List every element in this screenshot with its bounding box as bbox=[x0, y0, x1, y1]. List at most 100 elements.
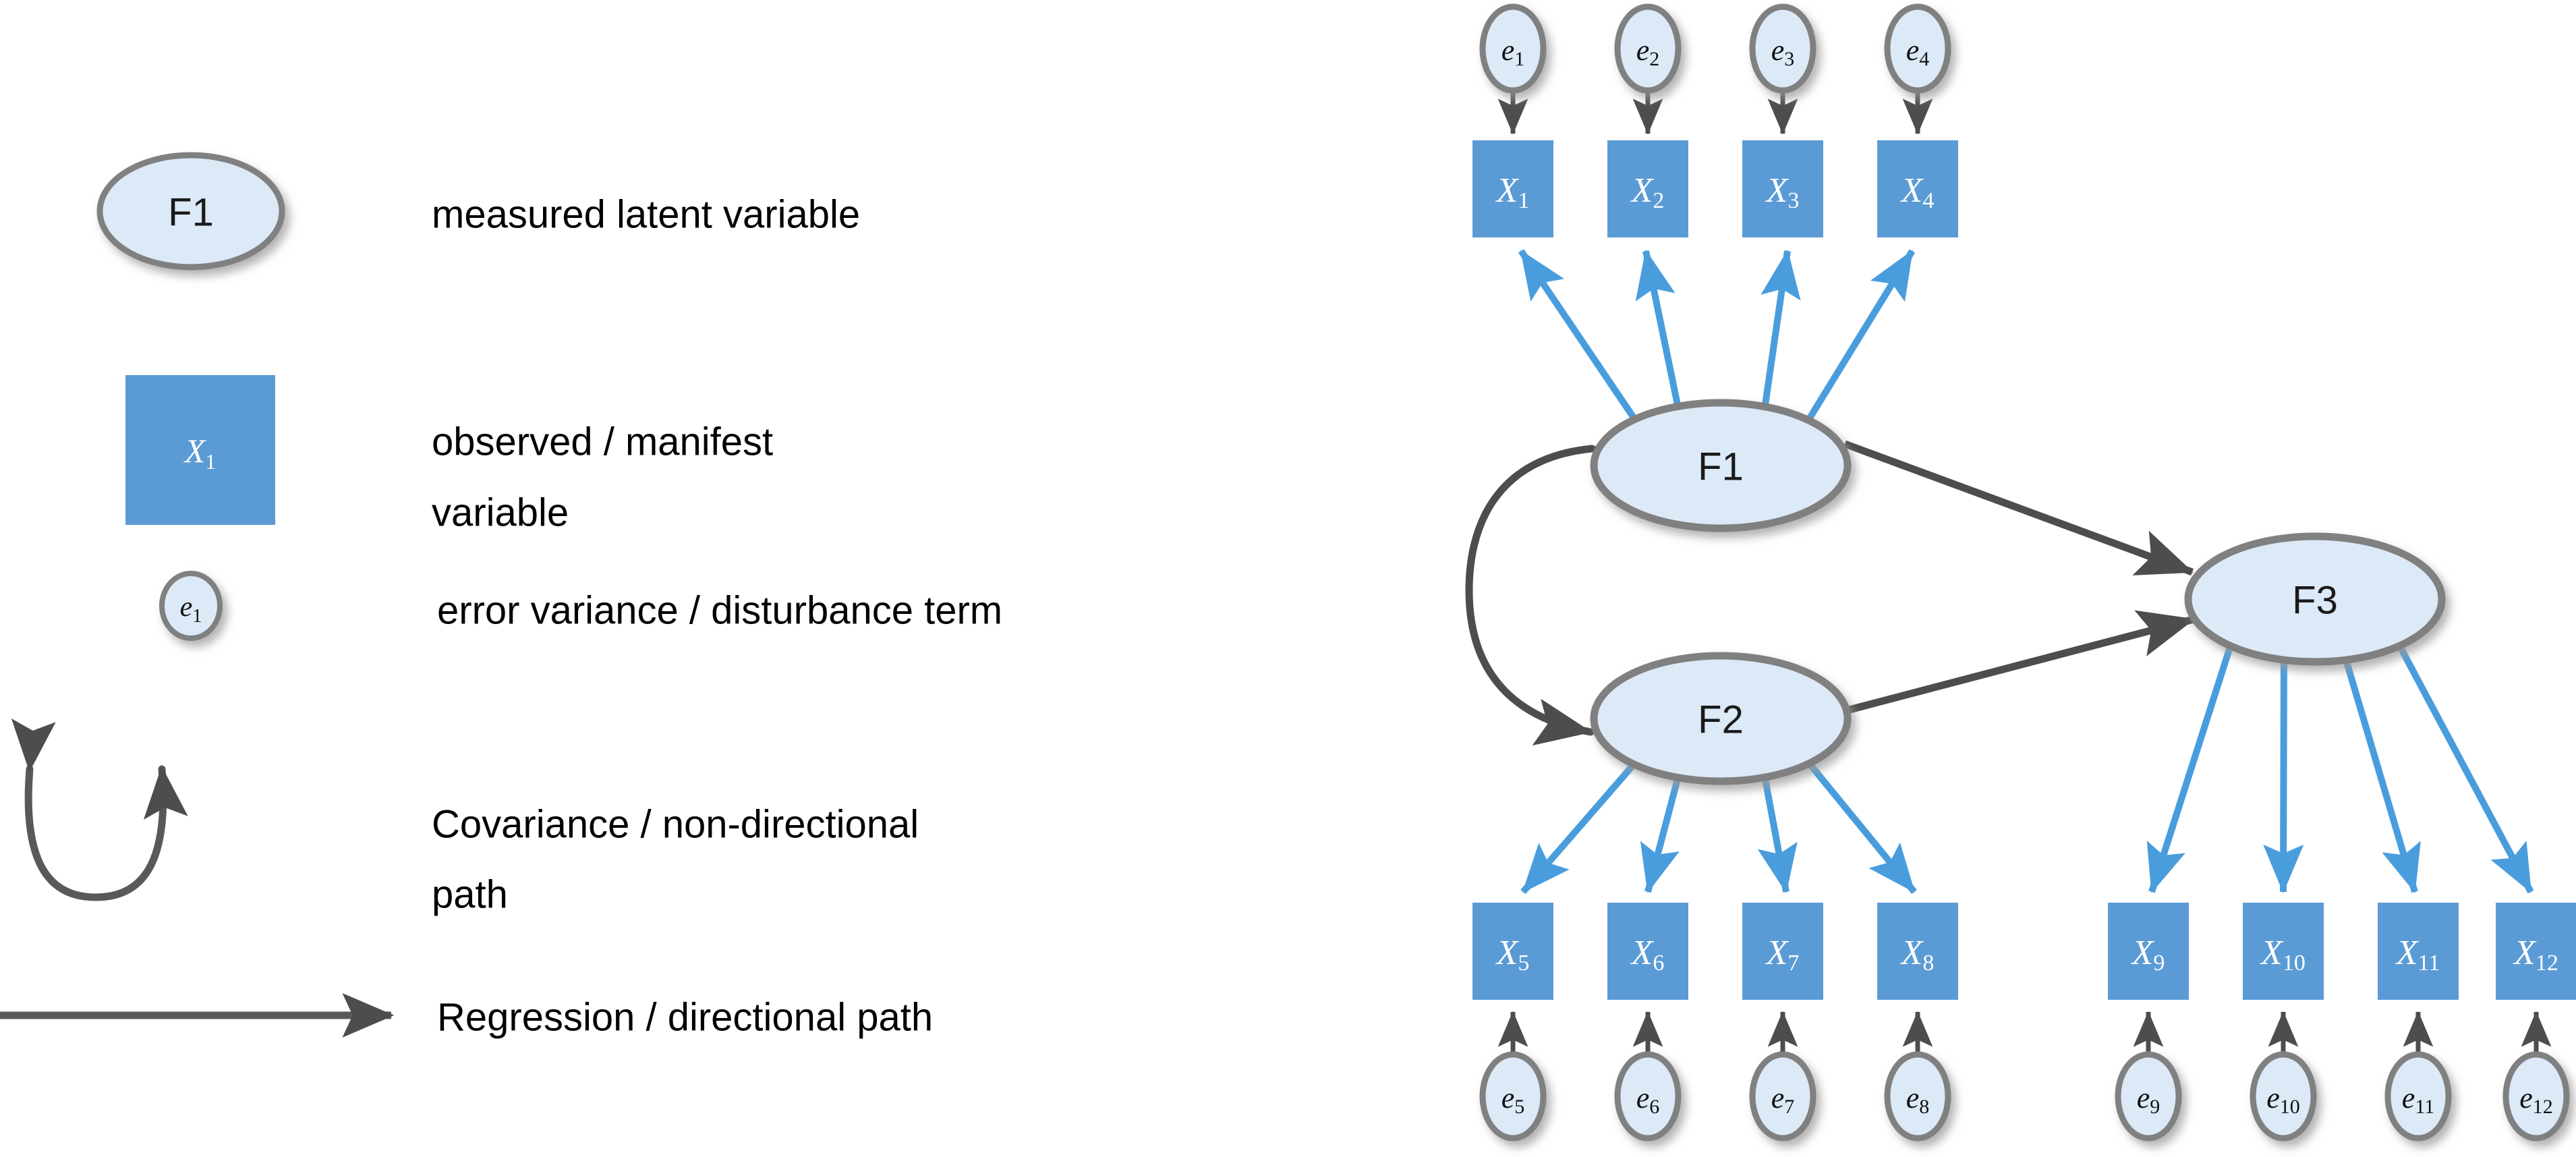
legend-regression-text: Regression / directional path bbox=[437, 996, 933, 1040]
loading-arrow-f3-x12 bbox=[2393, 637, 2534, 894]
regression-arrow-f1-f3 bbox=[1843, 440, 2194, 576]
loading-arrow-f2-x6 bbox=[1640, 778, 1681, 893]
observed-label: X11 bbox=[2395, 934, 2440, 976]
loading-arrow-f2-x5 bbox=[1520, 756, 1642, 895]
error-node-e9[interactable]: e9 bbox=[2115, 1051, 2182, 1141]
error-ellipse bbox=[1479, 3, 1547, 94]
regression-arrow-f2-f3 bbox=[1845, 610, 2196, 714]
error-ellipse bbox=[1479, 1051, 1547, 1141]
observed-node-x12[interactable]: X12 bbox=[2496, 903, 2576, 1000]
observed-node-x6[interactable]: X6 bbox=[1607, 903, 1688, 1000]
legend-item-error[interactable]: e1 error variance / disturbance term bbox=[159, 571, 1002, 641]
observed-label: X6 bbox=[1630, 934, 1665, 976]
observed-node-x8[interactable]: X8 bbox=[1877, 903, 1958, 1000]
observed-box bbox=[1742, 903, 1823, 1000]
legend-error-symbol-label: e1 bbox=[180, 592, 202, 627]
error-label: e8 bbox=[1906, 1081, 1930, 1118]
observed-node-x3[interactable]: X3 bbox=[1742, 140, 1823, 237]
error-nodes-bottom-right: e9 e10 e11 e12 bbox=[2115, 1051, 2570, 1141]
legend-covariance-arrow bbox=[11, 718, 188, 901]
observed-node-x5[interactable]: X5 bbox=[1472, 903, 1553, 1000]
observed-box bbox=[2496, 903, 2576, 1000]
legend-error-circle bbox=[159, 571, 223, 641]
loading-arrow-f2-x8 bbox=[1802, 756, 1917, 895]
error-ellipse bbox=[1749, 3, 1816, 94]
error-node-e4[interactable]: e4 bbox=[1884, 3, 1951, 94]
loading-arrow-f3-x10 bbox=[2263, 659, 2304, 893]
observed-label: X12 bbox=[2513, 934, 2558, 976]
observed-box bbox=[2243, 903, 2324, 1000]
loading-arrow-f3-x9 bbox=[2146, 638, 2236, 893]
observed-node-x10[interactable]: X10 bbox=[2243, 903, 2324, 1000]
latent-ellipse bbox=[2184, 532, 2446, 666]
legend-group: F1 measured latent variable X1 observed … bbox=[0, 152, 1002, 1040]
observed-label: X1 bbox=[1495, 171, 1530, 213]
legend-manifest-symbol-label: X1 bbox=[183, 432, 217, 474]
error-node-e3[interactable]: e3 bbox=[1749, 3, 1816, 94]
observed-box bbox=[1472, 903, 1553, 1000]
observed-node-x4[interactable]: X4 bbox=[1877, 140, 1958, 237]
error-node-e7[interactable]: e7 bbox=[1749, 1051, 1816, 1141]
legend-item-latent[interactable]: F1 measured latent variable bbox=[96, 152, 860, 271]
latent-node-f3[interactable]: F3 bbox=[2184, 532, 2446, 666]
error-arrows bbox=[1497, 92, 2552, 1054]
observed-node-x9[interactable]: X9 bbox=[2108, 903, 2189, 1000]
factor-loading-arrows bbox=[1518, 249, 2534, 895]
observed-nodes-bottom-left: X5 X6 X7 X8 bbox=[1472, 903, 1958, 1000]
observed-node-x11[interactable]: X11 bbox=[2378, 903, 2459, 1000]
error-node-e10[interactable]: e10 bbox=[2250, 1051, 2317, 1141]
observed-label: X4 bbox=[1900, 171, 1935, 213]
observed-box bbox=[2108, 903, 2189, 1000]
legend-covariance-text-line1: Covariance / non-directional bbox=[432, 803, 919, 847]
legend-latent-symbol-label: F1 bbox=[168, 191, 214, 235]
error-label: e3 bbox=[1771, 34, 1795, 70]
latent-ellipse bbox=[1590, 652, 1852, 785]
error-node-e8[interactable]: e8 bbox=[1884, 1051, 1951, 1141]
observed-box bbox=[1877, 140, 1958, 237]
error-label: e10 bbox=[2266, 1081, 2300, 1118]
observed-node-x1[interactable]: X1 bbox=[1472, 140, 1553, 237]
error-node-e6[interactable]: e6 bbox=[1614, 1051, 1682, 1141]
legend-error-text: error variance / disturbance term bbox=[437, 589, 1002, 633]
loading-arrow-f1-x1 bbox=[1518, 249, 1642, 428]
latent-node-f2[interactable]: F2 bbox=[1590, 652, 1852, 785]
legend-item-regression[interactable]: Regression / directional path bbox=[0, 993, 933, 1040]
legend-item-covariance[interactable]: Covariance / non-directional path bbox=[11, 718, 919, 917]
observed-label: X10 bbox=[2260, 934, 2306, 976]
observed-label: X2 bbox=[1630, 171, 1665, 213]
observed-node-x2[interactable]: X2 bbox=[1607, 140, 1688, 237]
error-label: e5 bbox=[1501, 1081, 1525, 1118]
error-ellipse bbox=[1884, 3, 1951, 94]
error-node-e5[interactable]: e5 bbox=[1479, 1051, 1547, 1141]
error-label: e6 bbox=[1636, 1081, 1660, 1118]
error-ellipse bbox=[1884, 1051, 1951, 1141]
observed-label: X8 bbox=[1900, 934, 1935, 976]
error-node-e1[interactable]: e1 bbox=[1479, 3, 1547, 94]
observed-nodes-top: X1 X2 X3 X4 bbox=[1472, 140, 1958, 237]
error-ellipse bbox=[1749, 1051, 1816, 1141]
observed-label: X3 bbox=[1765, 171, 1800, 213]
observed-box bbox=[1742, 140, 1823, 237]
error-ellipse bbox=[1614, 3, 1682, 94]
error-ellipse bbox=[2115, 1051, 2182, 1141]
observed-label: X7 bbox=[1765, 934, 1800, 976]
observed-node-x7[interactable]: X7 bbox=[1742, 903, 1823, 1000]
error-ellipse bbox=[1614, 1051, 1682, 1141]
error-node-e12[interactable]: e12 bbox=[2502, 1051, 2570, 1141]
error-node-e11[interactable]: e11 bbox=[2384, 1051, 2452, 1141]
loading-arrow-f1-x3 bbox=[1761, 250, 1801, 405]
observed-box bbox=[1472, 140, 1553, 237]
error-ellipse bbox=[2384, 1051, 2452, 1141]
latent-factor-nodes: F1 F2 F3 bbox=[1590, 399, 2446, 785]
error-node-e2[interactable]: e2 bbox=[1614, 3, 1682, 94]
latent-node-f1[interactable]: F1 bbox=[1590, 399, 1852, 532]
error-ellipse bbox=[2502, 1051, 2570, 1141]
legend-manifest-text-line1: observed / manifest bbox=[432, 420, 773, 464]
legend-item-manifest[interactable]: X1 observed / manifest variable bbox=[125, 375, 773, 535]
observed-box bbox=[2378, 903, 2459, 1000]
legend-covariance-text-line2: path bbox=[432, 873, 508, 917]
loading-arrow-f3-x11 bbox=[2343, 658, 2421, 893]
error-label: e12 bbox=[2519, 1081, 2553, 1118]
latent-label: F3 bbox=[2292, 579, 2338, 623]
